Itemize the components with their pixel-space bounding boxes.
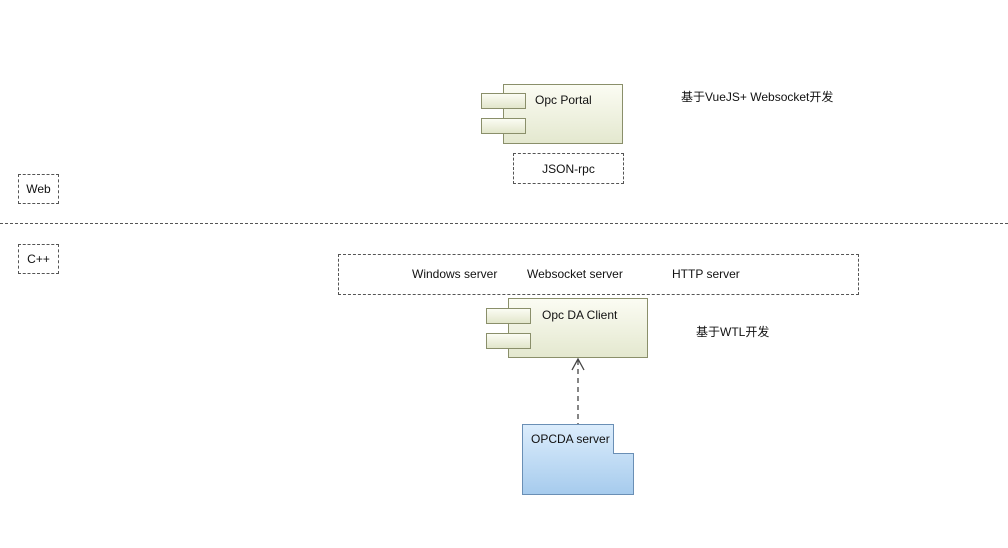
json-rpc-label: JSON-rpc — [542, 161, 595, 176]
opc-portal-title: Opc Portal — [535, 93, 592, 107]
layer-divider — [0, 223, 1008, 224]
web-layer-tag: Web — [18, 174, 59, 204]
opc-da-client-port-bottom — [486, 333, 531, 349]
servers-bar: Windows server Websocket server HTTP ser… — [338, 254, 859, 295]
opc-portal-component[interactable]: Opc Portal — [503, 84, 623, 144]
opc-portal-port-top — [481, 93, 526, 109]
windows-server-label: Windows server — [412, 267, 498, 281]
opcda-server-shape — [522, 424, 634, 495]
opc-da-client-port-top — [486, 308, 531, 324]
portal-tech-note: 基于VueJS+ Websocket开发 — [681, 90, 834, 104]
http-server-label: HTTP server — [672, 267, 740, 281]
dependency-arrow — [571, 357, 585, 424]
web-layer-label: Web — [26, 182, 51, 196]
cpp-layer-label: C++ — [27, 252, 50, 266]
websocket-server-label: Websocket server — [527, 267, 623, 281]
opcda-server-title: OPCDA server — [531, 432, 610, 446]
json-rpc-box: JSON-rpc — [513, 153, 624, 184]
opc-portal-port-bottom — [481, 118, 526, 134]
opc-da-client-component[interactable]: Opc DA Client — [508, 298, 648, 358]
client-tech-note: 基于WTL开发 — [696, 325, 770, 339]
opcda-server-node[interactable] — [522, 424, 635, 496]
opc-da-client-title: Opc DA Client — [542, 308, 618, 322]
dependency-arrow-head — [571, 357, 585, 371]
cpp-layer-tag: C++ — [18, 244, 59, 274]
